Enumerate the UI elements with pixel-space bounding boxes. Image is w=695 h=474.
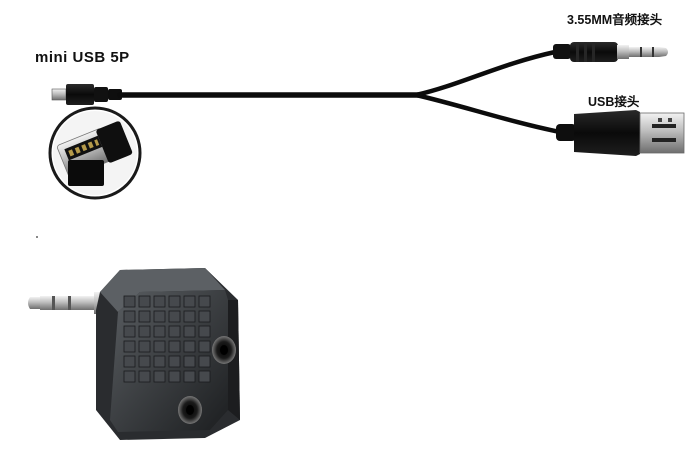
mini-usb-label: mini USB 5P [35,49,130,66]
usb-plug-label: USB接头 [588,95,640,109]
mini-usb-connector [51,84,122,105]
audio-branch-cable [415,49,556,98]
splitter-male-plug [28,292,104,314]
splitter-adapter [28,268,240,440]
splitter-grip-pattern [123,295,211,383]
audio-jack-plug [553,42,668,62]
usb-a-plug [556,110,685,156]
mini-usb-closeup [48,106,142,200]
usb-branch-cable [415,92,561,135]
audio-jack-label: 3.55MM音频接头 [567,13,663,27]
